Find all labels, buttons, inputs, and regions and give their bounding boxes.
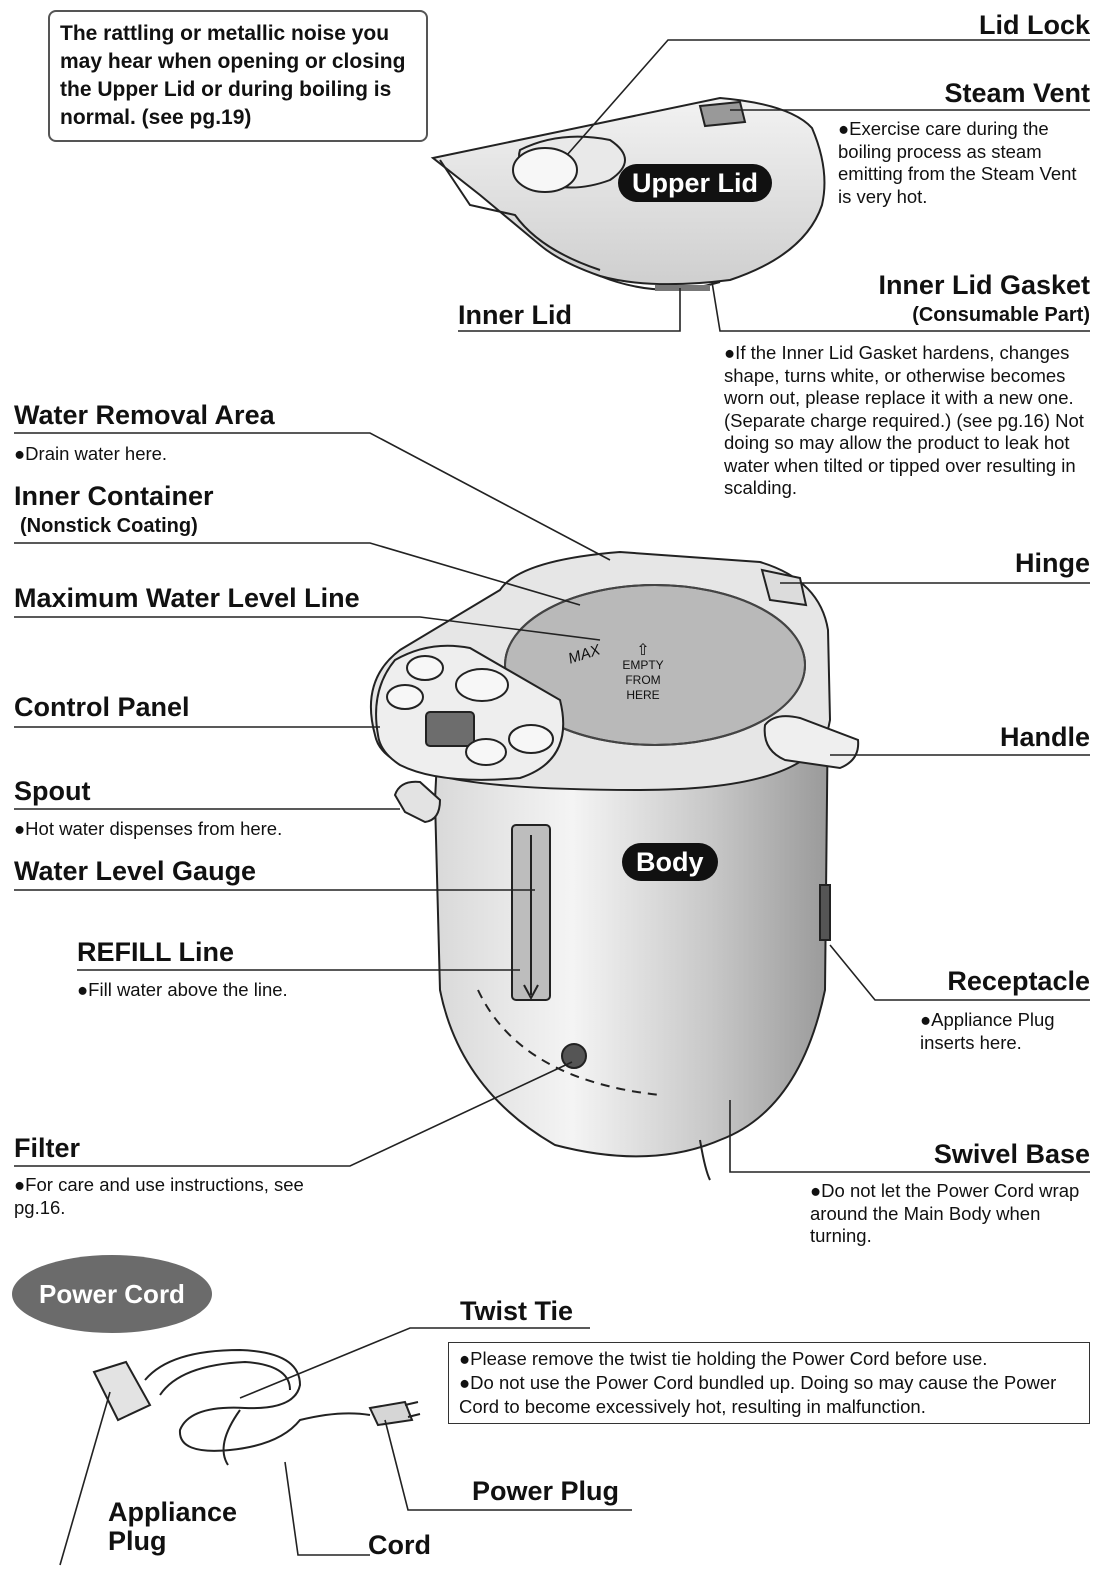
lid-lock-label: Lid Lock [978,10,1090,40]
max-water-level-line-label: Maximum Water Level Line [14,583,360,613]
pot-body-drawing [369,550,860,1181]
spout-note: ●Hot water dispenses from here. [14,818,283,839]
refill-line-note: ●Fill water above the line. [77,979,288,1000]
inner-lid-gasket-note: ●If the Inner Lid Gasket hardens, change… [724,342,1084,498]
appliance-plug-label: Appliance Plug [108,1498,237,1556]
notice-box: The rattling or metallic noise you may h… [48,10,428,142]
hinge-label: Hinge [1014,548,1090,578]
filter-label: Filter [14,1133,81,1163]
steam-vent-note: ●Exercise care during the boiling proces… [838,118,1077,207]
inner-container-sub: (Nonstick Coating) [20,515,198,537]
inner-lid-gasket-sub: (Consumable Part) [912,304,1090,326]
water-removal-area-label: Water Removal Area [14,400,275,430]
power-cord-badge: Power Cord [12,1255,212,1333]
control-panel-label: Control Panel [14,692,190,722]
steam-vent-label: Steam Vent [944,78,1090,108]
power-cord-notes-box: ●Please remove the twist tie holding the… [448,1342,1090,1424]
filter-note: ●For care and use instructions, see pg.1… [14,1174,304,1218]
spout-label: Spout [14,776,91,806]
inner-lid-label: Inner Lid [458,300,572,330]
here-text: HERE [626,688,660,702]
receptacle-label: Receptacle [947,966,1090,996]
upper-lid-badge: Upper Lid [618,164,772,202]
empty-from-here-marking: ⇧ EMPTY FROM HERE [618,643,668,703]
twist-tie-label: Twist Tie [460,1296,574,1326]
appliance-plug-line-1: Appliance [108,1497,238,1527]
power-cord-drawing [92,1348,421,1466]
refill-line-label: REFILL Line [77,937,235,967]
inner-lid-gasket-label: Inner Lid Gasket [878,270,1090,300]
inner-container-label: Inner Container [14,481,214,511]
handle-label: Handle [999,722,1090,752]
water-level-gauge-label: Water Level Gauge [14,856,257,886]
swivel-base-label: Swivel Base [933,1139,1090,1169]
power-plug-label: Power Plug [472,1476,620,1506]
power-cord-note-2: ●Do not use the Power Cord bundled up. D… [459,1372,1057,1417]
receptacle-note: ●Appliance Plug inserts here. [920,1009,1055,1053]
body-badge: Body [622,843,718,881]
water-removal-area-note: ●Drain water here. [14,443,168,464]
swivel-base-note: ●Do not let the Power Cord wrap around t… [810,1180,1080,1246]
arrow-up-icon: ⇧ [636,642,650,659]
leader-lines [14,39,1090,1566]
power-cord-note-1: ●Please remove the twist tie holding the… [459,1348,988,1369]
cord-label: Cord [368,1530,431,1560]
empty-text: EMPTY [622,658,664,672]
from-text: FROM [625,673,661,687]
appliance-plug-line-2: Plug [108,1526,167,1556]
